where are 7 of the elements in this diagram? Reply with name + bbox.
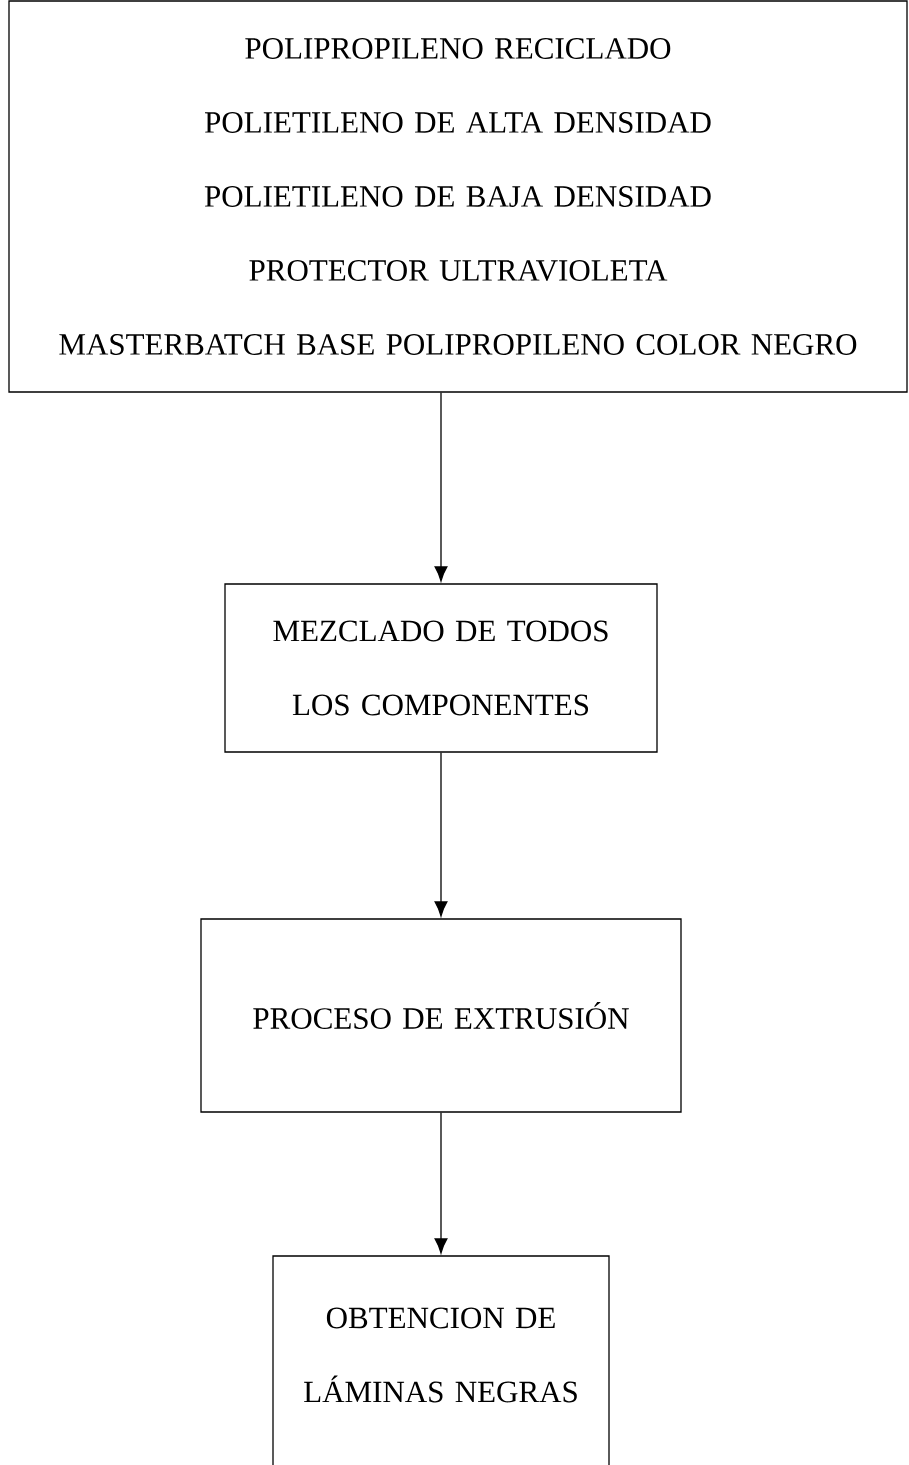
arrow (434, 392, 448, 582)
process-box: OBTENCION DE LÁMINAS NEGRAS (272, 1255, 610, 1465)
arrow (434, 752, 448, 917)
process-box: MEZCLADO DE TODOS LOS COMPONENTES (224, 583, 658, 753)
process-box: POLIPROPILENO RECICLADO POLIETILENO DE ALTA DENSIDAD POLIETILENO DE BAJA DENSIDAD PROTECTOR ULTRAVIOLETA MASTERBATCH BASE POLIPROPILENO COLOR NEGRO (8, 0, 908, 393)
process-box: PROCESO DE EXTRUSIÓN (200, 918, 682, 1113)
arrow (434, 1112, 448, 1254)
